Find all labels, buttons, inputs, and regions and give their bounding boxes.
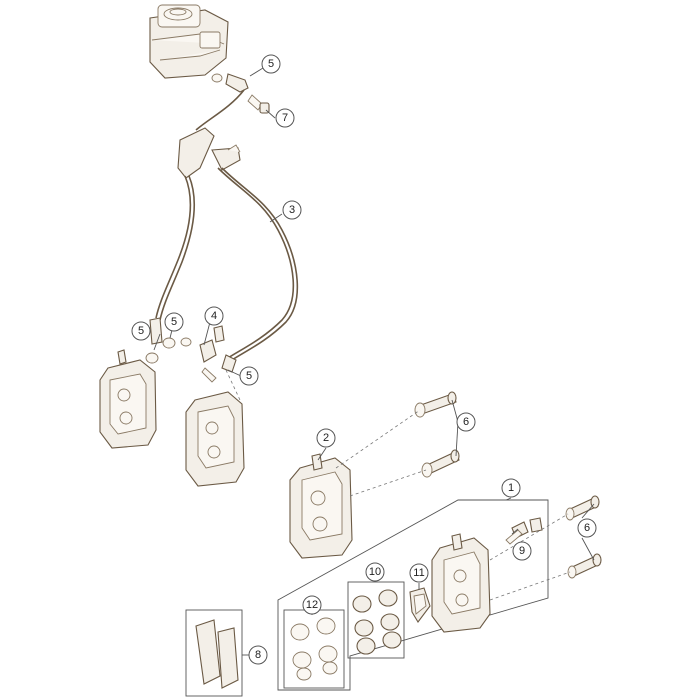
caliper-kit [431,533,491,633]
banjo-fitting-top [195,73,270,131]
callout-3: 3 [282,200,302,220]
svg-text:6: 6 [463,416,469,428]
caliper-left-lower [185,391,245,487]
piston-box-10 [347,581,405,659]
alignment-lines [225,369,571,601]
svg-text:11: 11 [413,567,424,579]
svg-text:5: 5 [171,316,177,328]
abs-modulator-unit [149,4,229,79]
bleed-valve [505,517,543,545]
pistons [352,589,402,655]
callout-6-upper: 6 [456,412,476,432]
mounting-bolts-upper [414,391,460,478]
svg-text:2: 2 [323,432,329,444]
brake-pads [195,619,239,689]
callout-10: 10 [365,562,385,582]
brake-hose-assembly [155,127,299,361]
callout-4: 4 [204,306,224,326]
callout-5-lower: 5 [239,366,259,386]
leader-lines [153,67,595,656]
svg-text:6: 6 [584,522,590,534]
caliper-left-upper [99,349,157,449]
callout-1: 1 [501,478,521,498]
callout-5-top: 5 [261,54,281,74]
svg-text:4: 4 [211,310,217,322]
svg-text:8: 8 [255,649,261,661]
svg-text:5: 5 [246,370,252,382]
svg-text:5: 5 [268,58,274,70]
callout-5-left: 5 [131,321,151,341]
callout-8: 8 [248,645,268,665]
pad-box-8 [185,609,243,697]
pad-spring [409,587,431,623]
svg-text:1: 1 [508,482,514,494]
mounting-bolts-right [565,495,602,579]
callout-7: 7 [275,108,295,128]
callout-5-mid: 5 [164,312,184,332]
svg-text:10: 10 [369,566,381,578]
svg-text:7: 7 [282,112,288,124]
callout-2: 2 [316,428,336,448]
callout-9: 9 [512,541,532,561]
svg-text:12: 12 [306,599,318,611]
caliper-middle [289,453,353,559]
callout-6-right: 6 [577,518,597,538]
svg-text:5: 5 [138,325,144,337]
svg-text:9: 9 [519,545,525,557]
hose-end-fittings [145,317,237,383]
svg-text:3: 3 [289,204,295,216]
callout-12: 12 [302,595,322,615]
callout-11: 11 [409,563,429,583]
seal-rings [290,617,338,681]
